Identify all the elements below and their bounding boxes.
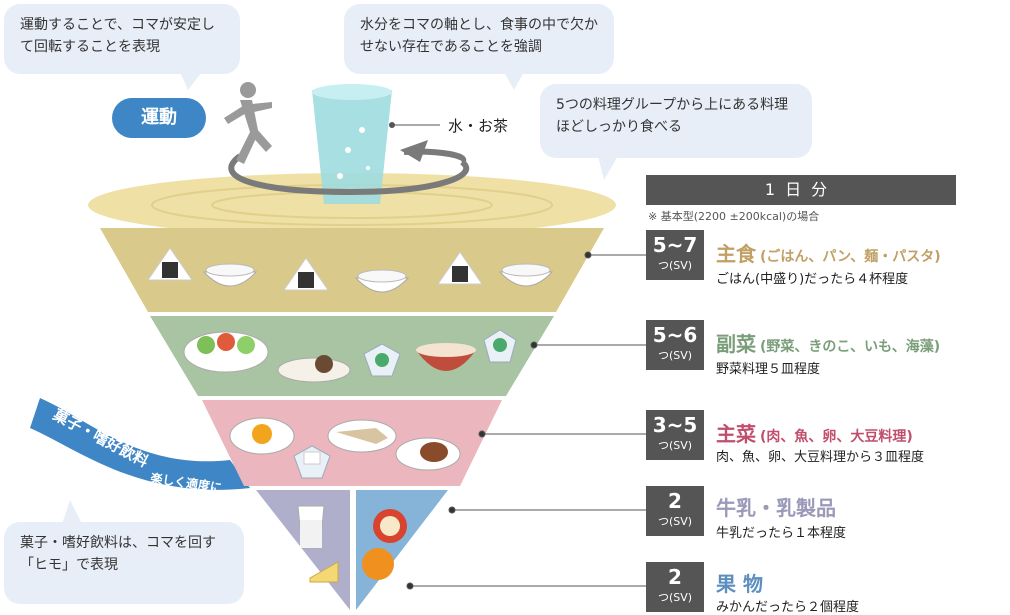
group-examples: (野菜、きのこ、いも、海藻)	[760, 339, 941, 355]
dairy-guide: 牛乳だったら１本程度	[716, 526, 847, 541]
bubble-tail	[504, 72, 524, 90]
main-guide: 肉、魚、卵、大豆料理から３皿程度	[716, 450, 925, 465]
rice-ball-icon	[283, 257, 329, 291]
fruit-guide: みかんだったら２個程度	[716, 600, 860, 615]
side-title: 副菜(野菜、きのこ、いも、海藻)	[716, 328, 940, 357]
servings-number: 2	[668, 489, 682, 513]
tofu-bowl-icon	[293, 445, 331, 479]
tier-staple	[100, 228, 604, 312]
rice-bowl-icon	[202, 263, 258, 287]
groups-bubble: 5つの料理グループから上にある料理ほどしっかり食べる	[540, 84, 812, 180]
tier-fruit	[356, 490, 448, 610]
legend-connectors	[406, 251, 646, 590]
servings-unit: つ(SV)	[657, 515, 693, 528]
staple-guide: ごはん(中盛り)だったら４杯程度	[716, 272, 909, 287]
group-name: 主食	[716, 242, 756, 266]
fried-egg-icon	[229, 417, 295, 455]
one-day-header: 1日分	[646, 175, 956, 205]
staple-foods	[147, 247, 554, 293]
snacks-bubble: 菓子・嗜好飲料は、コマを回す「ヒモ」で表現	[4, 500, 244, 604]
staple-title: 主食(ごはん、パン、麺・パスタ)	[716, 238, 941, 267]
group-examples: (ごはん、パン、麺・パスタ)	[760, 249, 941, 265]
side-guide: 野菜料理５皿程度	[716, 362, 821, 377]
meat-plate-icon	[395, 437, 461, 471]
soup-bowl-icon	[416, 343, 476, 371]
rice-ball-icon	[147, 247, 193, 281]
group-name: 主菜	[716, 422, 756, 446]
bubble-tail	[180, 72, 202, 90]
group-name: 牛乳・乳製品	[716, 496, 836, 520]
small-bowl-icon	[483, 329, 517, 363]
exercise-label: 運動	[141, 107, 177, 128]
fruit-title: 果 物	[716, 568, 763, 597]
servings-number: 3~5	[652, 413, 698, 437]
servings-number: 2	[668, 565, 682, 589]
mandarin-icon	[362, 548, 394, 580]
group-name: 果 物	[716, 572, 763, 596]
side-servings-box: 5~6 つ(SV)	[646, 320, 704, 370]
group-examples: (肉、魚、卵、大豆料理)	[760, 429, 913, 445]
side-dishes	[183, 329, 517, 383]
dairy-title: 牛乳・乳製品	[716, 492, 836, 521]
bubble-tail	[598, 156, 618, 180]
pointer-dot	[389, 122, 395, 128]
vegetable-plate-icon	[277, 355, 351, 383]
exercise-bubble-text: 運動することで、コマが安定して回転することを表現	[20, 17, 216, 55]
small-bowl-icon	[363, 343, 401, 377]
servings-unit: つ(SV)	[657, 349, 693, 362]
fish-plate-icon	[327, 419, 397, 453]
servings-unit: つ(SV)	[657, 591, 693, 604]
water-bubble-text: 水分をコマの軸とし、食事の中で欠かせない存在であることを強調	[360, 17, 598, 55]
rice-bowl-icon	[354, 269, 410, 293]
water-cup-icon	[312, 84, 392, 204]
rice-ball-icon	[437, 251, 483, 285]
rotation-arrow-icon	[228, 140, 470, 196]
water-label: 水・お茶	[448, 117, 509, 135]
runner-icon	[224, 82, 272, 164]
group-name: 副菜	[716, 332, 756, 356]
salad-icon	[183, 331, 269, 373]
servings-unit: つ(SV)	[657, 439, 693, 452]
milk-glass-icon	[297, 505, 325, 549]
dairy-servings-box: 2 つ(SV)	[646, 486, 704, 536]
fruit-servings-box: 2 つ(SV)	[646, 562, 704, 612]
exercise-pill: 運動	[112, 98, 206, 138]
servings-unit: つ(SV)	[657, 259, 693, 272]
apple-icon	[373, 509, 407, 543]
servings-number: 5~6	[652, 323, 698, 347]
main-title: 主菜(肉、魚、卵、大豆料理)	[716, 418, 913, 447]
main-dishes	[229, 417, 461, 479]
bubble-tail	[62, 500, 82, 524]
groups-bubble-text: 5つの料理グループから上にある料理ほどしっかり食べる	[556, 97, 789, 135]
servings-number: 5~7	[652, 233, 698, 257]
snacks-bubble-text: 菓子・嗜好飲料は、コマを回す「ヒモ」で表現	[20, 535, 216, 573]
main-servings-box: 3~5 つ(SV)	[646, 410, 704, 460]
exercise-bubble: 運動することで、コマが安定して回転することを表現	[4, 4, 240, 90]
cheese-icon	[309, 561, 339, 583]
water-bubble: 水分をコマの軸とし、食事の中で欠かせない存在であることを強調	[344, 4, 614, 90]
staple-servings-box: 5~7 つ(SV)	[646, 230, 704, 280]
rice-bowl-icon	[498, 263, 554, 287]
basic-type-note: ※ 基本型(2200 ±200kcal)の場合	[648, 210, 820, 223]
